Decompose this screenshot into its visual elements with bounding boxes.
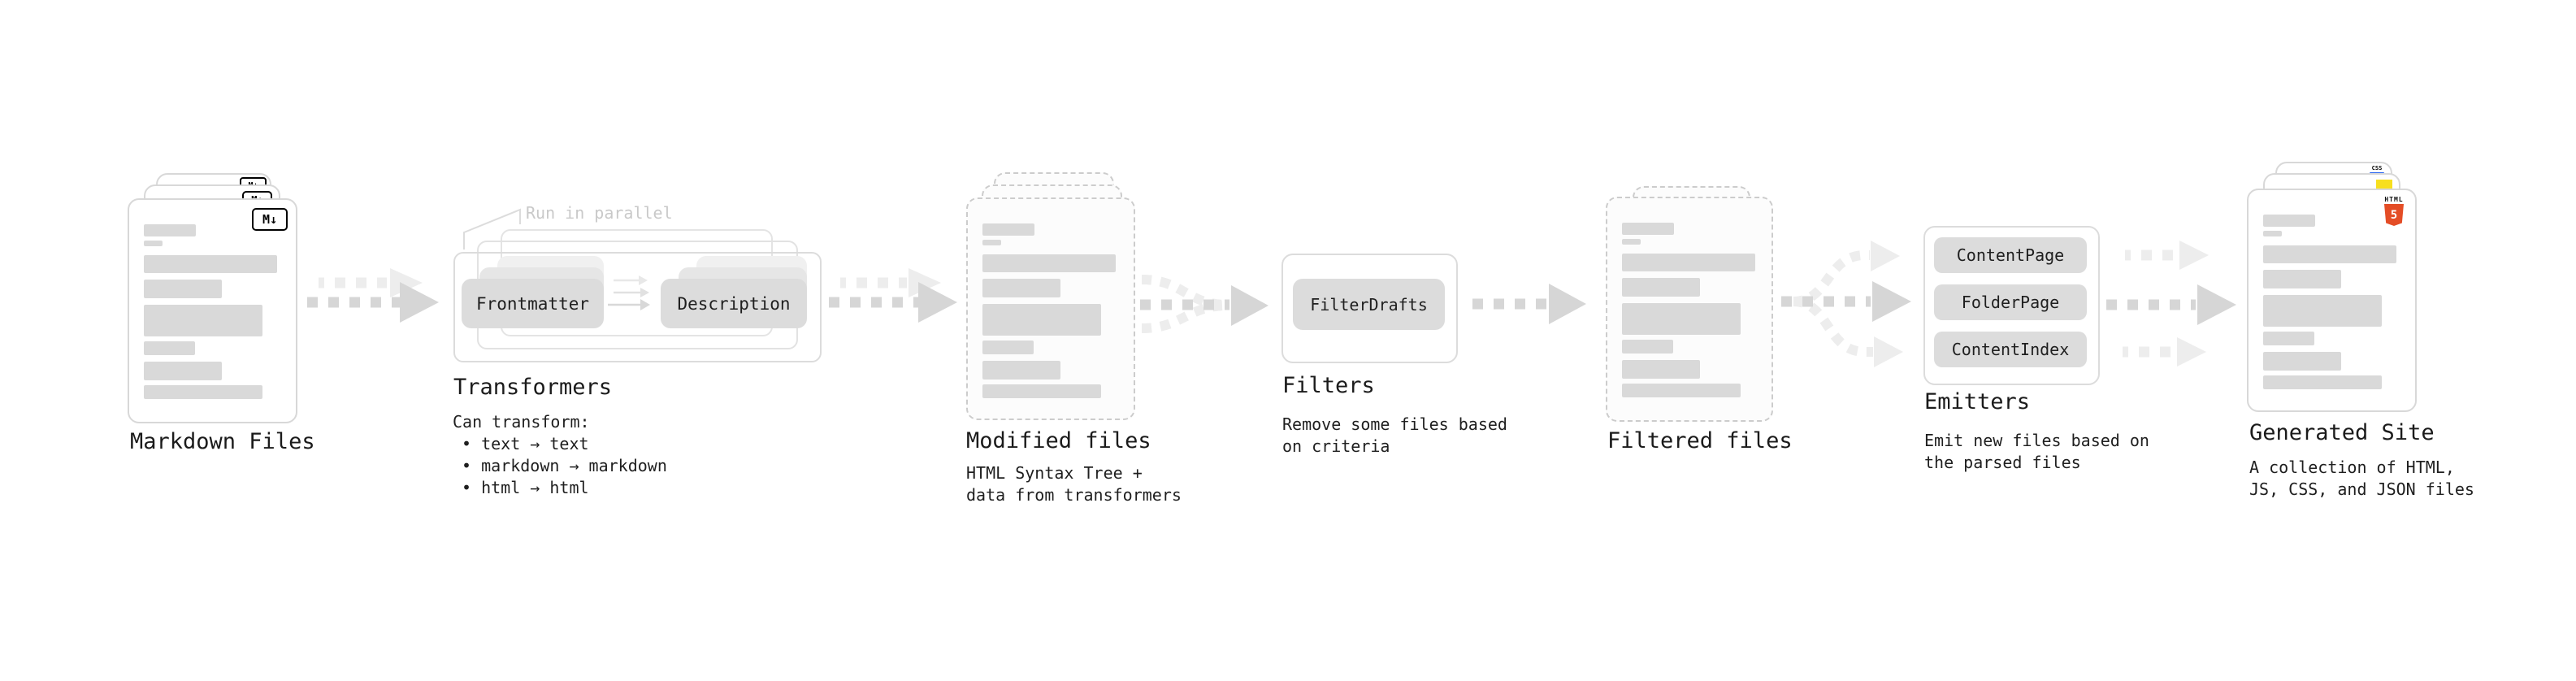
html5-badge-icon: HTML 5 xyxy=(2384,196,2404,226)
skeleton-bar xyxy=(2263,215,2315,227)
desc-line: A collection of HTML, xyxy=(2249,458,2455,477)
skeleton-bar xyxy=(1622,360,1700,379)
run-in-parallel-note: Run in parallel xyxy=(526,203,673,223)
stage-desc-generated-site: A collection of HTML, JS, CSS, and JSON … xyxy=(2249,457,2474,501)
arrow-filters-to-filtered-icon xyxy=(1472,284,1586,324)
arrow-modified-to-filters-icon xyxy=(1140,275,1268,333)
skeleton-bar xyxy=(144,255,277,273)
skeleton-bar xyxy=(982,304,1101,336)
skeleton-bar xyxy=(144,341,195,355)
note-leader-line xyxy=(463,208,521,249)
filter-pill-filterdrafts: FilterDrafts xyxy=(1293,279,1445,330)
css-badge-label: CSS xyxy=(2371,165,2383,171)
desc-line: Emit new files based on xyxy=(1924,431,2149,450)
skeleton-bar xyxy=(144,241,163,246)
stage-title-generated-site: Generated Site xyxy=(2249,420,2435,445)
markdown-badge-icon: M↓ xyxy=(252,208,288,231)
skeleton-text xyxy=(982,223,1116,398)
skeleton-bar xyxy=(1622,223,1674,235)
skeleton-bar xyxy=(1622,278,1700,297)
skeleton-bar xyxy=(144,224,196,236)
js-badge-icon xyxy=(2376,180,2392,189)
markdown-badge-label: M↓ xyxy=(262,212,278,227)
skeleton-bar xyxy=(2263,245,2396,263)
transformer-pill-frontmatter: Frontmatter xyxy=(462,279,604,328)
skeleton-bar xyxy=(982,361,1060,380)
transformer-frame-front xyxy=(453,252,822,362)
stage-title-markdown-files: Markdown Files xyxy=(130,429,315,454)
desc-line: HTML Syntax Tree + xyxy=(966,463,1143,483)
desc-line: Remove some files based xyxy=(1282,414,1507,434)
skeleton-bar xyxy=(1622,239,1641,245)
stage-title-emitters: Emitters xyxy=(1924,389,2031,414)
skeleton-bar xyxy=(982,340,1034,354)
doc-card-front xyxy=(966,197,1135,420)
desc-bullet: • html → html xyxy=(462,478,589,497)
skeleton-bar xyxy=(2263,295,2382,327)
skeleton-bar xyxy=(982,240,1001,245)
desc-line: the parsed files xyxy=(1924,453,2081,472)
desc-bullet: • text → text xyxy=(462,434,589,453)
desc-line: JS, CSS, and JSON files xyxy=(2249,479,2474,499)
stage-desc-modified-files: HTML Syntax Tree + data from transformer… xyxy=(966,462,1182,506)
skeleton-text xyxy=(1622,223,1755,397)
skeleton-bar xyxy=(144,385,262,399)
transformer-pill-description: Description xyxy=(661,279,807,328)
emitter-pill-contentindex: ContentIndex xyxy=(1934,332,2087,367)
skeleton-bar xyxy=(1622,384,1741,397)
skeleton-bar xyxy=(1622,340,1673,354)
doc-card-front: M↓ xyxy=(128,198,297,423)
desc-bullet: • markdown → markdown xyxy=(462,456,667,475)
html5-shield-icon: 5 xyxy=(2384,204,2404,226)
skeleton-text xyxy=(2263,215,2396,389)
emitter-pill-contentpage: ContentPage xyxy=(1934,237,2087,273)
skeleton-bar xyxy=(1622,303,1741,335)
doc-card-front: HTML 5 xyxy=(2247,189,2417,412)
desc-line: data from transformers xyxy=(966,485,1182,505)
skeleton-bar xyxy=(982,254,1116,272)
skeleton-bar xyxy=(982,384,1101,398)
html5-number: 5 xyxy=(2390,208,2398,222)
skeleton-bar xyxy=(144,280,222,298)
emitter-pill-folderpage: FolderPage xyxy=(1934,284,2087,320)
html5-badge-label: HTML xyxy=(2384,196,2404,203)
skeleton-bar xyxy=(2263,231,2282,236)
parallel-run-arrows-icon xyxy=(608,275,650,310)
doc-card-front xyxy=(1606,197,1773,422)
skeleton-bar xyxy=(1622,254,1755,271)
arrow-transformers-to-modified-icon xyxy=(829,268,957,323)
stage-title-transformers: Transformers xyxy=(453,375,613,400)
desc-line: on criteria xyxy=(1282,436,1390,456)
stage-title-modified-files: Modified files xyxy=(966,428,1151,453)
stage-desc-transformers: Can transform: • text → text • markdown … xyxy=(453,411,667,499)
skeleton-bar xyxy=(982,223,1034,236)
desc-line: Can transform: xyxy=(453,412,590,432)
skeleton-bar xyxy=(144,305,262,336)
arrow-filtered-to-emitters-icon xyxy=(1781,241,1911,367)
stage-desc-emitters: Emit new files based on the parsed files xyxy=(1924,430,2149,474)
skeleton-bar xyxy=(144,362,222,380)
skeleton-bar xyxy=(982,279,1060,297)
arrow-emitters-to-generated-icon xyxy=(2106,241,2236,367)
skeleton-bar xyxy=(2263,332,2314,345)
arrow-markdown-to-transformers-icon xyxy=(307,268,439,323)
stage-title-filtered-files: Filtered files xyxy=(1607,428,1793,453)
skeleton-bar xyxy=(2263,375,2382,389)
skeleton-bar xyxy=(2263,352,2341,371)
skeleton-bar xyxy=(2263,270,2341,288)
stage-desc-filters: Remove some files based on criteria xyxy=(1282,414,1507,458)
stage-title-filters: Filters xyxy=(1282,373,1375,398)
skeleton-text xyxy=(144,224,277,399)
